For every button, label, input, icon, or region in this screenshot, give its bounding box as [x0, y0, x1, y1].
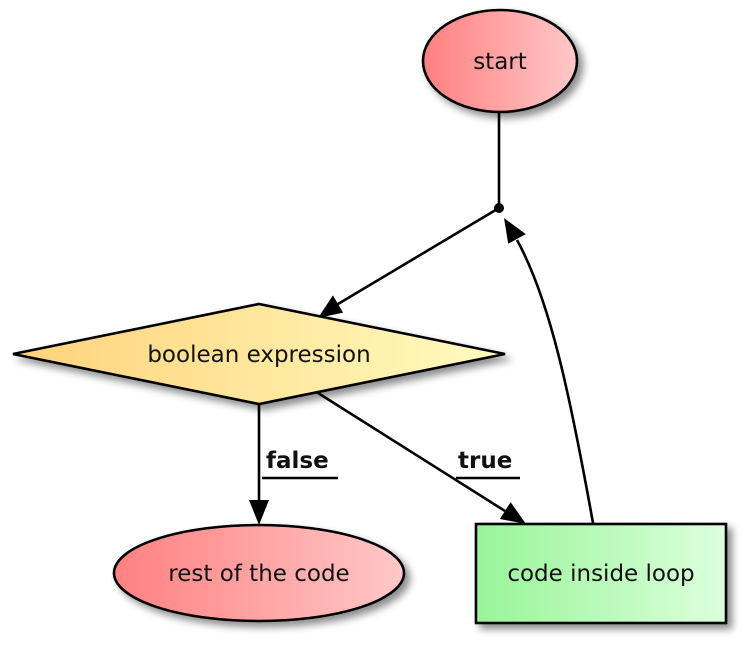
body-rect — [474, 522, 728, 625]
arrowhead-into-body — [499, 502, 526, 524]
node-rest: rest of the code — [112, 523, 406, 623]
rest-label: rest of the code — [168, 561, 349, 587]
edge-true — [317, 391, 506, 513]
node-start: start — [421, 8, 579, 114]
start-ellipse — [421, 8, 579, 114]
edge-label-false: false — [266, 448, 329, 474]
body-label: code inside loop — [507, 561, 694, 587]
node-condition: boolean expression — [12, 302, 506, 406]
edge-label-true: true — [458, 448, 512, 474]
node-body: code inside loop — [474, 522, 728, 625]
arrowhead-into-rest — [249, 500, 269, 525]
start-label: start — [473, 49, 527, 75]
rest-ellipse — [112, 523, 406, 623]
condition-label: boolean expression — [147, 342, 370, 368]
edge-loop-back — [515, 239, 595, 524]
condition-diamond — [12, 302, 506, 406]
arrowhead-into-junction — [504, 218, 526, 244]
edge-junction-to-condition — [337, 206, 500, 306]
arrowhead-into-condition — [318, 295, 344, 318]
